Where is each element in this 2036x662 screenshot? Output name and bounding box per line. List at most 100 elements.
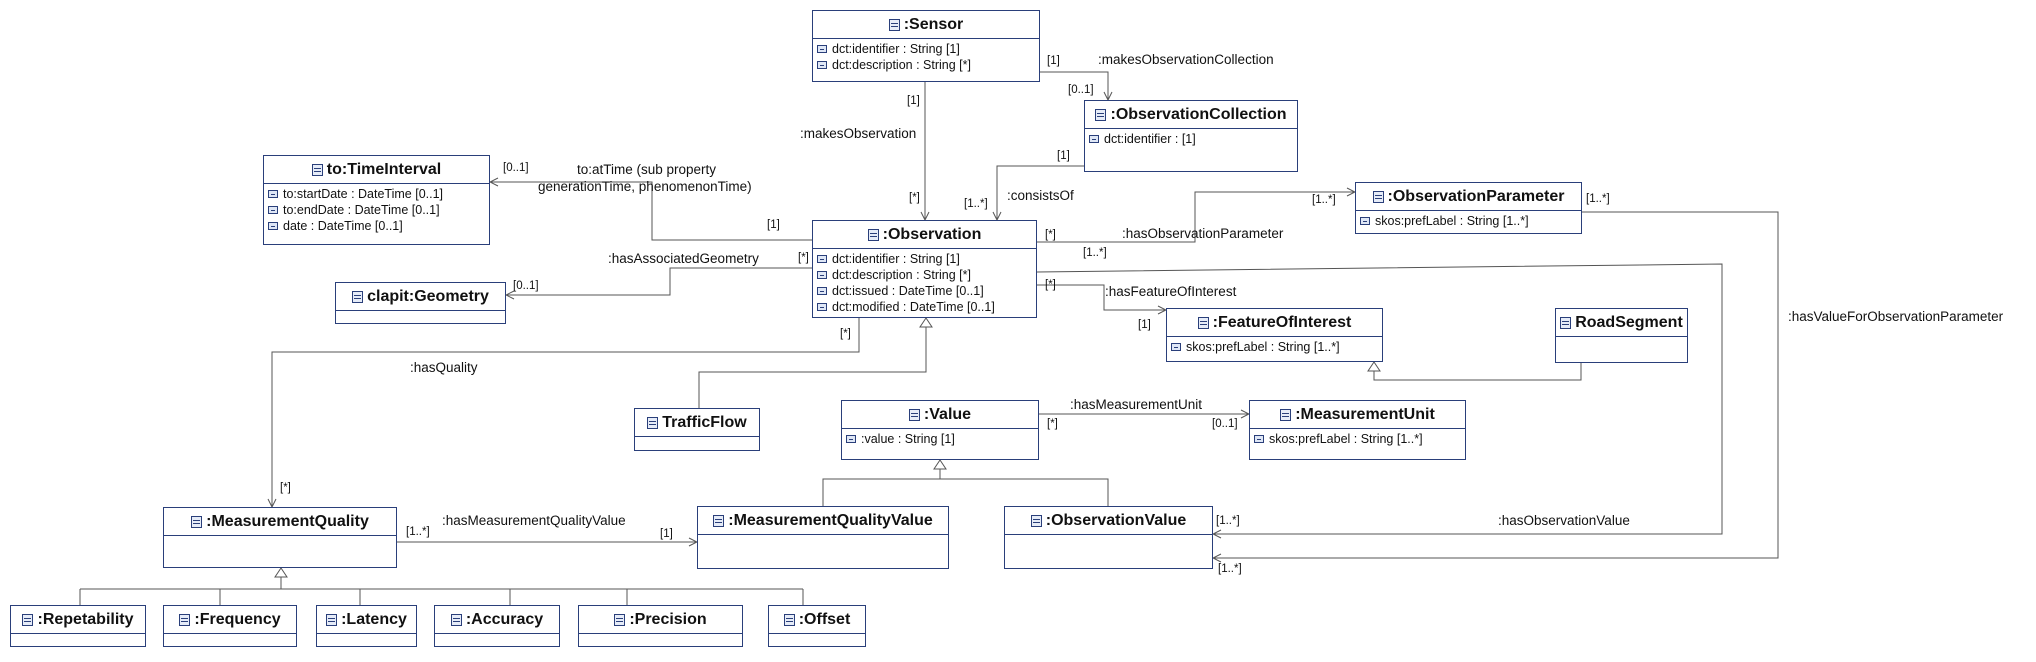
label-has-measurement-quality-value: :hasMeasurementQualityValue — [442, 513, 626, 528]
class-icon — [191, 515, 203, 528]
attribute: skos:prefLabel : String [1..*] — [1186, 340, 1340, 354]
class-name: :Repetability — [37, 610, 134, 628]
attribute: to:startDate : DateTime [0..1] — [283, 187, 444, 201]
class-time-interval[interactable]: to:TimeInterval to:startDate : DateTime … — [263, 155, 490, 245]
generalization-trafficflow — [698, 317, 933, 408]
edge-has-quality — [272, 318, 860, 507]
multiplicity: [1] — [1047, 55, 1060, 67]
label-has-value-for-observation-parameter: :hasValueForObservationParameter — [1788, 309, 2004, 324]
class-name: :FeatureOfInterest — [1212, 313, 1352, 331]
attribute-icon — [1360, 217, 1370, 225]
class-precision[interactable]: :Precision — [578, 605, 743, 647]
class-latency[interactable]: :Latency — [316, 605, 417, 647]
label-makes-observation: :makesObservation — [800, 126, 917, 141]
multiplicity: [1..*] — [1586, 193, 1610, 205]
label-has-quality: :hasQuality — [410, 360, 478, 375]
class-icon — [311, 163, 323, 176]
class-frequency[interactable]: :Frequency — [163, 605, 297, 647]
class-traffic-flow[interactable]: TrafficFlow — [634, 408, 760, 451]
multiplicity: [1] — [767, 219, 780, 231]
multiplicity: [1..*] — [1083, 247, 1107, 259]
class-road-segment[interactable]: RoadSegment — [1555, 308, 1688, 363]
attribute: skos:prefLabel : String [1..*] — [1269, 432, 1423, 446]
label-has-observation-value: :hasObservationValue — [1498, 513, 1630, 528]
multiplicity: [*] — [840, 328, 851, 340]
class-icon — [1280, 408, 1292, 421]
class-icon — [867, 228, 879, 241]
multiplicity: [1..*] — [1216, 515, 1240, 527]
class-icon — [614, 613, 626, 626]
class-name: :MeasurementUnit — [1295, 405, 1435, 423]
attribute-icon — [268, 190, 278, 198]
attribute: dct:description : String [*] — [832, 268, 971, 282]
class-icon — [1030, 514, 1042, 527]
class-icon — [326, 613, 338, 626]
class-icon — [908, 408, 920, 421]
class-sensor[interactable]: :Sensor dct:identifier : String [1] dct:… — [812, 10, 1040, 82]
class-name: :Value — [923, 405, 972, 423]
label-has-feature-of-interest: :hasFeatureOfInterest — [1105, 284, 1237, 299]
class-icon — [352, 290, 364, 303]
class-feature-of-interest[interactable]: :FeatureOfInterest skos:prefLabel : Stri… — [1166, 308, 1383, 362]
class-geometry[interactable]: clapit:Geometry — [335, 282, 506, 324]
class-name: :Precision — [629, 610, 707, 628]
class-name: :Sensor — [903, 15, 964, 33]
attribute-icon — [268, 222, 278, 230]
attribute-icon — [817, 287, 827, 295]
class-icon — [713, 514, 725, 527]
attribute-icon — [268, 206, 278, 214]
class-icon — [783, 613, 795, 626]
multiplicity: [*] — [1045, 229, 1056, 241]
class-measurement-quality[interactable]: :MeasurementQuality — [163, 507, 397, 568]
class-value[interactable]: :Value :value : String [1] — [841, 400, 1039, 460]
class-name: to:TimeInterval — [326, 160, 442, 178]
attribute: dct:issued : DateTime [0..1] — [832, 284, 984, 298]
class-icon — [179, 613, 191, 626]
attribute: dct:identifier : [1] — [1104, 132, 1196, 146]
multiplicity: [*] — [909, 192, 920, 204]
multiplicity: [0..1] — [513, 280, 539, 292]
generalization-roadsegment — [1367, 361, 1582, 381]
class-icon — [888, 18, 900, 31]
class-name: :ObservationParameter — [1387, 187, 1565, 205]
class-measurement-quality-value[interactable]: :MeasurementQualityValue — [697, 506, 949, 569]
class-name: :Offset — [798, 610, 851, 628]
attribute: to:endDate : DateTime [0..1] — [283, 203, 440, 217]
class-name: TrafficFlow — [662, 413, 747, 431]
generalization-mqv — [822, 459, 947, 506]
class-icon — [22, 613, 34, 626]
multiplicity: [1..*] — [964, 198, 988, 210]
edge-has-associated-geometry — [506, 267, 812, 295]
class-observation-value[interactable]: :ObservationValue — [1004, 506, 1213, 569]
class-name: :ObservationCollection — [1110, 105, 1287, 123]
generalization-observation-value — [940, 478, 1109, 506]
multiplicity: [*] — [1045, 279, 1056, 291]
edge-has-observation-parameter — [1037, 192, 1355, 243]
attribute-icon — [846, 435, 856, 443]
class-name: :MeasurementQualityValue — [728, 511, 933, 529]
attribute-icon — [817, 45, 827, 53]
attribute: date : DateTime [0..1] — [283, 219, 403, 233]
class-icon — [1095, 108, 1107, 121]
class-offset[interactable]: :Offset — [768, 605, 866, 647]
class-repetability[interactable]: :Repetability — [10, 605, 146, 647]
attribute-icon — [1089, 135, 1099, 143]
attribute: dct:identifier : String [1] — [832, 42, 960, 56]
label-at-time-line1: to:atTime (sub property — [577, 162, 717, 177]
class-accuracy[interactable]: :Accuracy — [434, 605, 560, 647]
class-icon — [1560, 316, 1572, 329]
label-has-associated-geometry: :hasAssociatedGeometry — [608, 251, 759, 266]
class-observation-collection[interactable]: :ObservationCollection dct:identifier : … — [1084, 100, 1298, 172]
class-measurement-unit[interactable]: :MeasurementUnit skos:prefLabel : String… — [1249, 400, 1466, 460]
attribute: dct:description : String [*] — [832, 58, 971, 72]
class-observation-parameter[interactable]: :ObservationParameter skos:prefLabel : S… — [1355, 182, 1582, 234]
label-has-observation-parameter: :hasObservationParameter — [1122, 226, 1284, 241]
multiplicity: [1..*] — [1218, 563, 1242, 575]
multiplicity: [*] — [280, 482, 291, 494]
label-at-time-line2: generationTime, phenomenonTime) — [538, 179, 752, 194]
multiplicity: [*] — [1047, 418, 1058, 430]
edge-consists-of — [997, 165, 1084, 220]
class-observation[interactable]: :Observation dct:identifier : String [1]… — [812, 220, 1037, 318]
